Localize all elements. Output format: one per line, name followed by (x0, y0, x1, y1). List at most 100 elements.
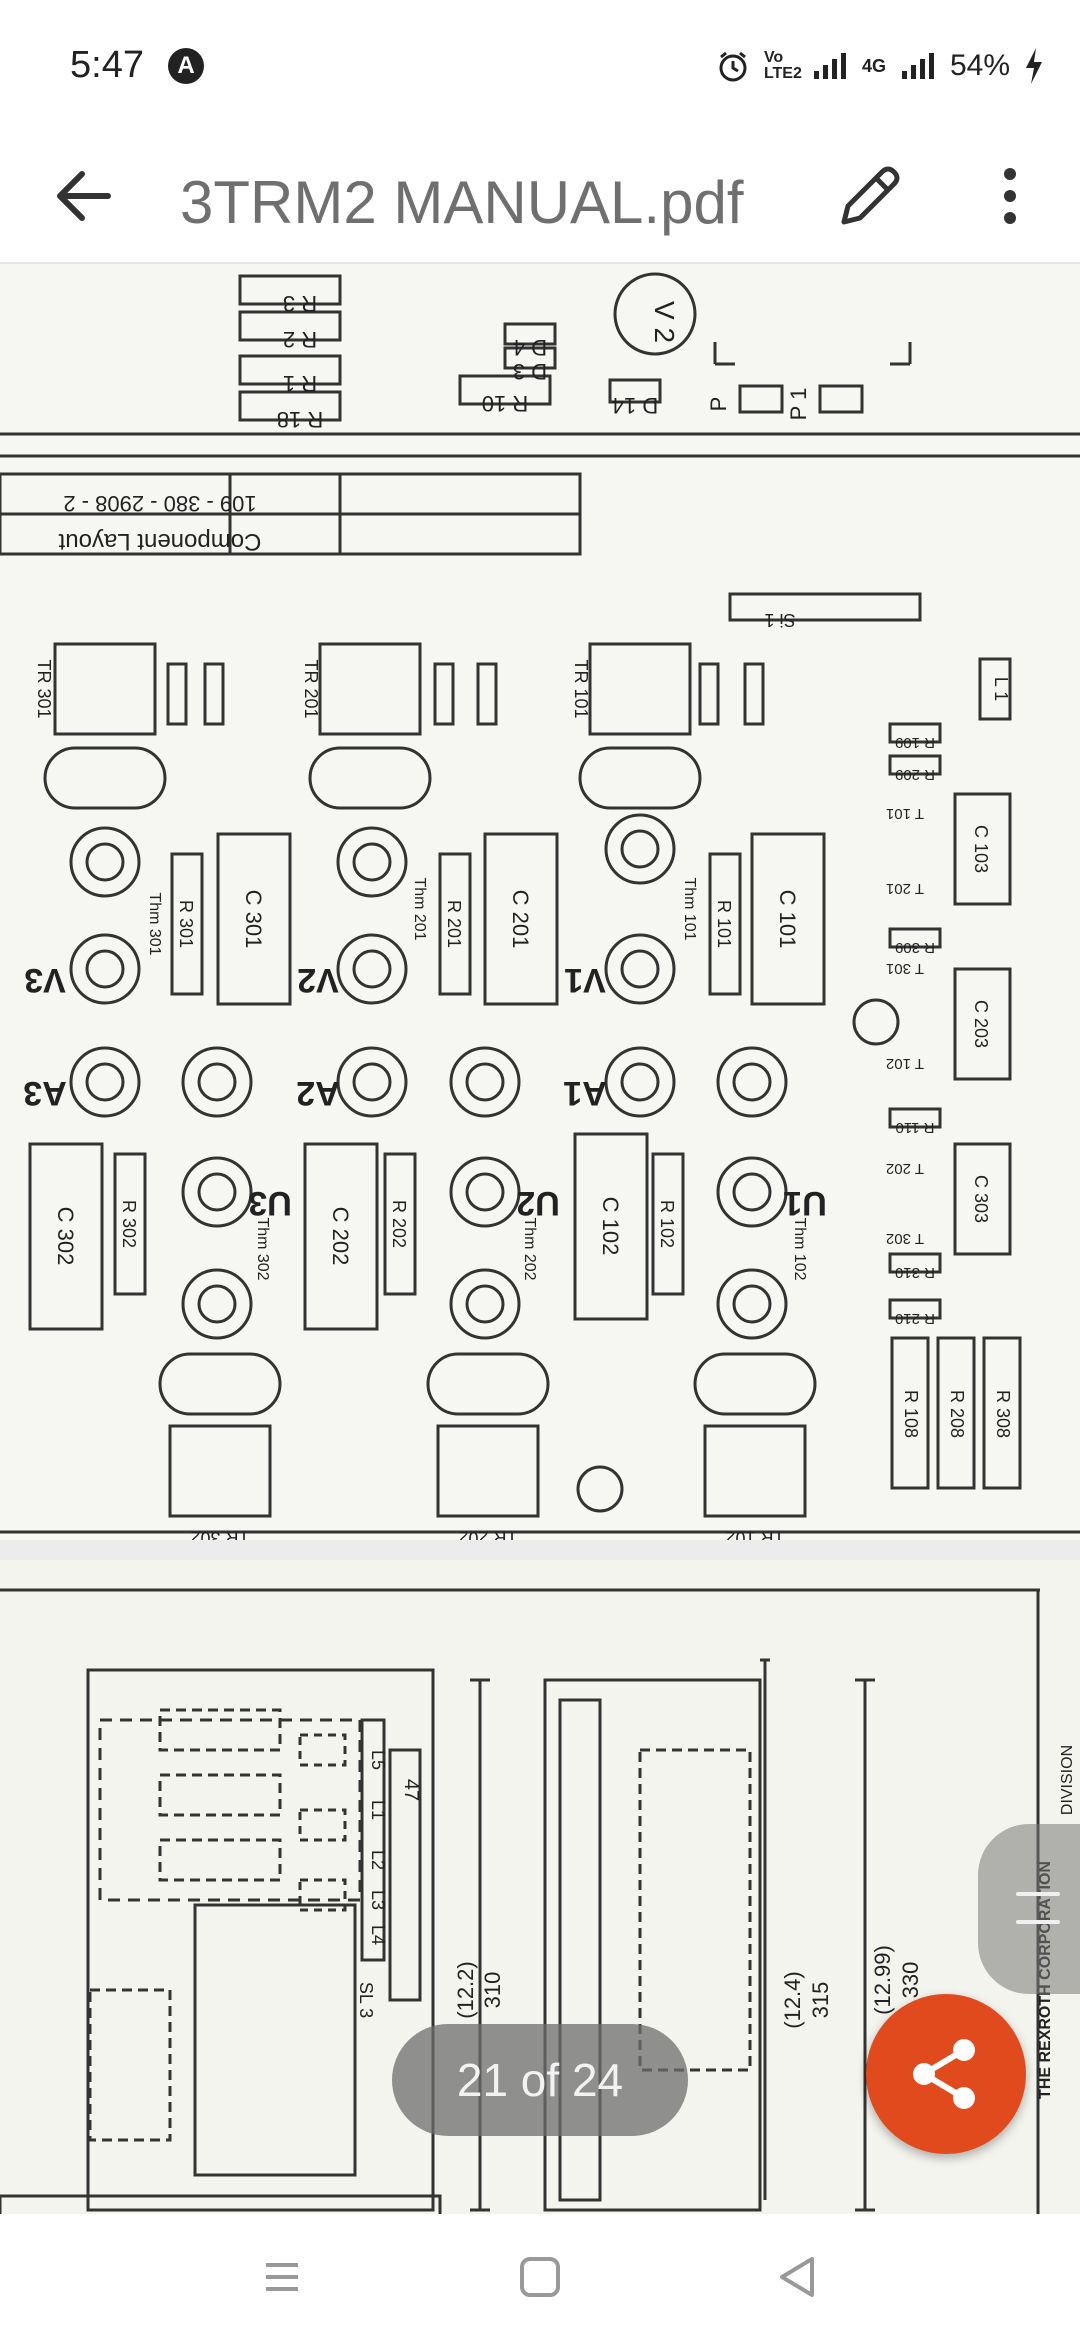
dim-315: 315 (808, 1982, 833, 2019)
label-r210: R 210 (895, 1310, 935, 1327)
label-r208: R 208 (947, 1390, 967, 1438)
label-r18: R 18 (277, 407, 323, 432)
label-thm102: Thm 102 (791, 1217, 808, 1280)
label-r3: R 3 (283, 291, 317, 316)
label-d4: D 4 (513, 335, 547, 360)
label-thm201: Thm 201 (411, 877, 428, 940)
label-t101: T 101 (886, 805, 924, 822)
label-r10: R 10 (482, 391, 528, 416)
home-icon[interactable] (510, 2247, 570, 2307)
label-c203: C 203 (971, 1000, 991, 1048)
label-drawing-number: 109 - 380 - 2908 - 2 (63, 491, 256, 516)
label-l3: L3 (368, 1890, 388, 1910)
label-terminal-a1: A1 (563, 1074, 606, 1112)
label-terminal-v1: V1 (564, 961, 606, 999)
label-terminal-u3: U3 (248, 1184, 291, 1222)
back-triangle-icon[interactable] (768, 2247, 828, 2307)
label-c101: C 101 (775, 890, 800, 949)
label-l2: L2 (368, 1850, 388, 1870)
label-terminal-a2: A2 (296, 1074, 339, 1112)
label-p1: P 1 (786, 388, 811, 421)
label-r302: R 302 (119, 1200, 139, 1248)
label-d3: D 3 (513, 359, 547, 384)
label-l1-mech: L1 (368, 1800, 388, 1820)
label-terminal-v3: V3 (24, 961, 66, 999)
label-r110: R 110 (896, 1119, 935, 1136)
label-r301: R 301 (176, 900, 196, 948)
label-c201: C 201 (508, 890, 533, 949)
scroll-handle-icon (1016, 1892, 1060, 1924)
more-vert-icon[interactable] (980, 156, 1040, 236)
signal-icon-2 (901, 53, 934, 79)
network-type-label: 4G (861, 55, 886, 76)
navigation-app-icon: A (168, 48, 204, 84)
label-division: DIVISION (1059, 1745, 1076, 1815)
fast-scroll-handle[interactable] (978, 1824, 1080, 1994)
share-icon (913, 2039, 975, 2109)
pdf-page-component-layout: R 3 R 2 R 1 R 18 R 10 D 4 D 3 D 14 V 2 P… (0, 264, 1080, 1540)
label-r1: R 1 (283, 371, 317, 396)
label-thm302: Thm 302 (254, 1217, 271, 1280)
label-r101: R 101 (714, 900, 734, 948)
status-time: 5:47 (70, 44, 144, 86)
label-t302: T 302 (886, 1230, 924, 1247)
dim-12-99: (12.99) (870, 1945, 895, 2015)
label-c301: C 301 (241, 890, 266, 949)
label-l5: L5 (368, 1750, 388, 1770)
label-sl3: SL 3 (356, 1982, 376, 2018)
label-terminal-u2: U2 (516, 1184, 559, 1222)
label-v2-top: V 2 (649, 301, 680, 343)
label-tr301: TR 301 (34, 659, 54, 718)
label-component-layout: Component Layout (58, 528, 261, 555)
label-terminal-v2: V2 (297, 961, 339, 999)
label-r108: R 108 (901, 1390, 921, 1438)
label-r310: R 310 (895, 1264, 935, 1281)
label-t201: T 201 (886, 880, 924, 897)
label-c103: C 103 (971, 825, 991, 873)
label-r309: R 309 (895, 939, 935, 956)
label-si1: Si 1 (764, 610, 795, 630)
label-t202: T 202 (886, 1160, 924, 1177)
label-tr201: TR 201 (301, 659, 321, 718)
signal-icon (813, 53, 846, 79)
label-tr101: TR 101 (571, 659, 591, 718)
label-tr202: TR 202 (458, 1528, 517, 1540)
label-thm101: Thm 101 (681, 877, 698, 940)
dim-12-4: (12.4) (780, 1971, 805, 2028)
pencil-icon[interactable] (830, 156, 910, 236)
label-r2: R 2 (283, 327, 317, 352)
label-r209: R 209 (895, 766, 935, 783)
component-layout-drawing: R 3 R 2 R 1 R 18 R 10 D 4 D 3 D 14 V 2 P… (0, 272, 1080, 1540)
volte-label: Vo LTE2 (763, 49, 802, 82)
app-bar: 3TRM2 MANUAL.pdf (0, 130, 1080, 264)
label-p: P (706, 397, 731, 412)
battery-percent: 54% (949, 49, 1010, 82)
dim-310: 310 (480, 1972, 505, 2009)
status-icons: Vo LTE2 4G 54% (716, 44, 1044, 88)
label-47: 47 (400, 1779, 422, 1801)
recents-icon[interactable] (252, 2247, 312, 2307)
dim-12-2: (12.2) (453, 1961, 478, 2018)
label-d14: D 14 (612, 393, 658, 418)
share-button[interactable] (866, 1994, 1026, 2154)
label-t102: T 102 (886, 1055, 924, 1072)
dim-330: 330 (898, 1962, 923, 1999)
label-l1: L 1 (991, 677, 1011, 701)
charging-icon (1026, 48, 1042, 84)
label-r308: R 308 (993, 1390, 1013, 1438)
label-terminal-u1: U1 (783, 1184, 826, 1222)
back-arrow-icon[interactable] (50, 156, 120, 236)
label-tr302: TR 302 (190, 1528, 249, 1540)
label-r201: R 201 (444, 900, 464, 948)
pdf-viewer[interactable]: R 3 R 2 R 1 R 18 R 10 D 4 D 3 D 14 V 2 P… (0, 264, 1080, 2214)
status-bar: 5:47 A Vo LTE2 4G 54% (0, 0, 1080, 130)
label-thm202: Thm 202 (521, 1217, 538, 1280)
label-r102: R 102 (657, 1200, 677, 1248)
label-c303: C 303 (971, 1175, 991, 1223)
label-r202: R 202 (389, 1200, 409, 1248)
label-c302: C 302 (53, 1207, 78, 1266)
system-nav-bar (0, 2214, 1080, 2340)
document-title: 3TRM2 MANUAL.pdf (180, 169, 744, 236)
label-c102: C 102 (598, 1197, 623, 1256)
label-tr102: TR 102 (725, 1528, 784, 1540)
